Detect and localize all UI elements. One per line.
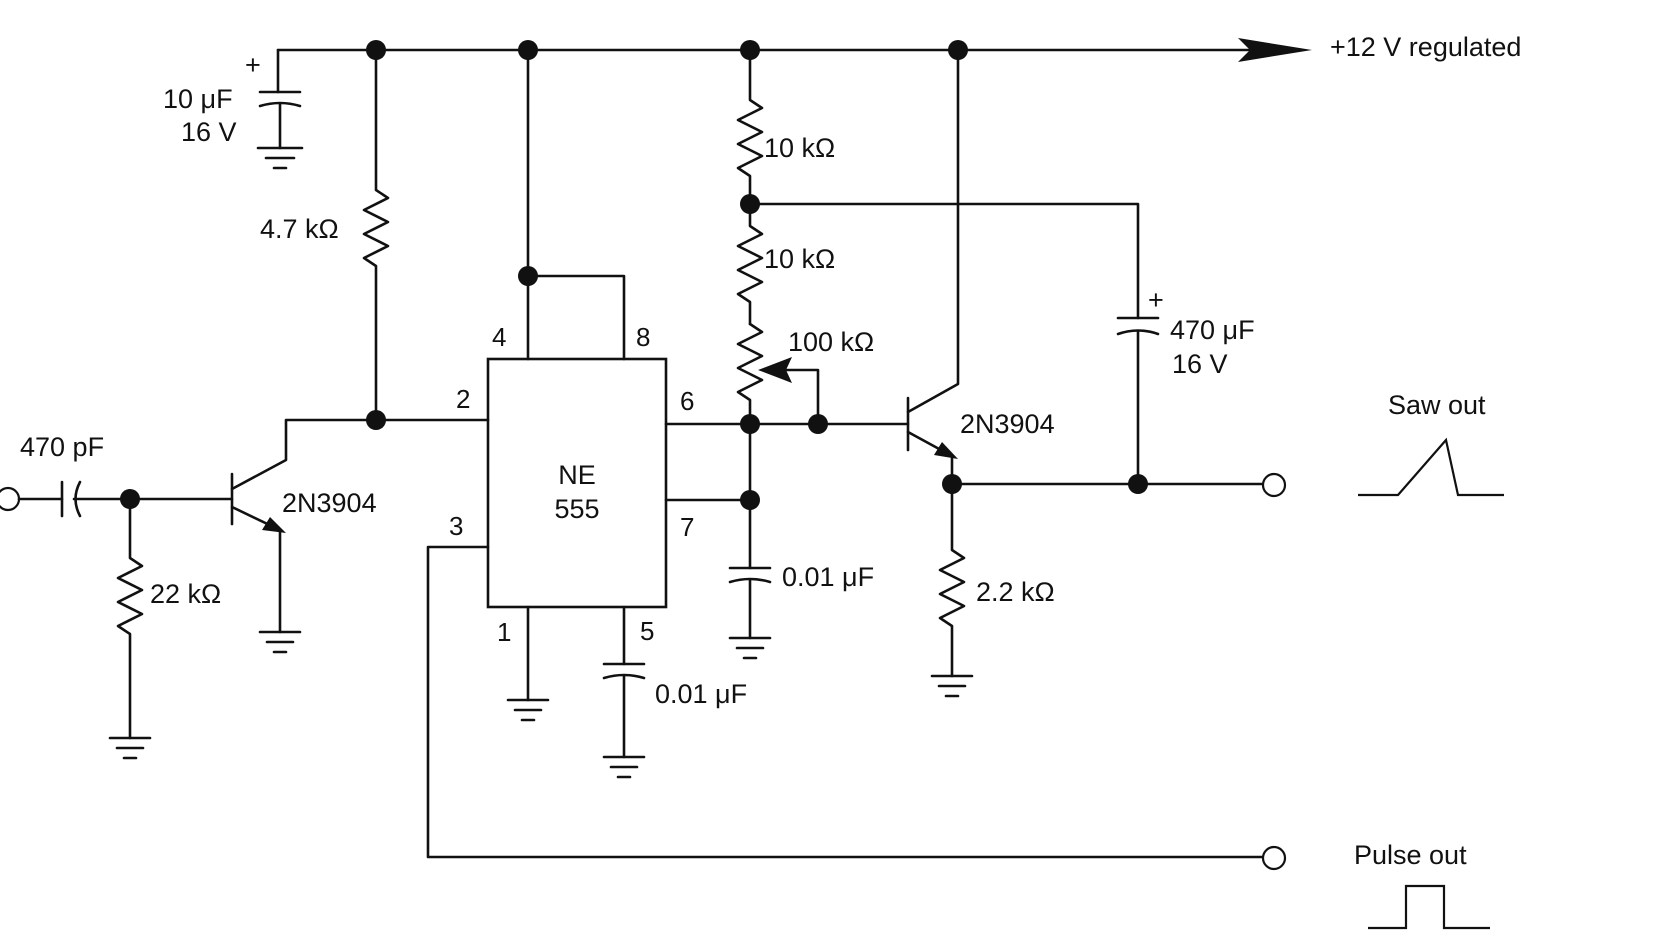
middle-resistor-value: 10 kΩ <box>764 244 835 274</box>
pulse-output: Pulse out <box>1261 840 1490 930</box>
ic-pin-8: 8 <box>636 322 650 352</box>
bootstrap-cap-rating: 16 V <box>1172 349 1228 379</box>
ic-pin-6: 6 <box>680 386 694 416</box>
input-cap-value: 470 pF <box>20 432 104 462</box>
ic-pin-7: 7 <box>680 512 694 542</box>
bootstrap-capacitor: + 470 μF 16 V <box>1116 285 1255 486</box>
sawtooth-waveform-icon <box>1358 437 1504 497</box>
input-emitter-arrow-icon <box>262 517 286 533</box>
pot-value: 100 kΩ <box>788 327 874 357</box>
bootstrap-cap-polarity: + <box>1148 285 1164 315</box>
supply-cap-polarity: + <box>245 50 261 80</box>
ic-pin-1: 1 <box>497 617 511 647</box>
supply-cap-value: 10 μF <box>163 84 233 114</box>
emitter-resistor-value: 2.2 kΩ <box>976 577 1055 607</box>
pulse-waveform-icon <box>1368 884 1490 930</box>
pulse-out-terminal <box>1261 845 1287 871</box>
supply-rail: +12 V regulated <box>276 32 1521 62</box>
supply-capacitor: + 10 μF 16 V <box>163 48 304 170</box>
ic-name-line2: 555 <box>554 494 599 524</box>
ic-ne555: NE 555 4 8 2 3 6 7 1 5 0.01 μF <box>374 48 1264 859</box>
supply-label: +12 V regulated <box>1330 32 1521 62</box>
pullup-resistor: 4.7 kΩ <box>260 48 390 422</box>
bootstrap-cap-value: 470 μF <box>1170 315 1255 345</box>
output-emitter-arrow-icon <box>934 442 958 459</box>
pulse-out-label: Pulse out <box>1354 840 1467 870</box>
timing-cap-value: 0.01 μF <box>782 562 874 592</box>
saw-out-terminal <box>1261 472 1287 498</box>
top-resistor-value: 10 kΩ <box>764 133 835 163</box>
junctions <box>120 40 1148 510</box>
pot-wiper-arrow-icon <box>758 357 792 383</box>
saw-output: Saw out <box>1261 390 1504 498</box>
ic-name-line1: NE <box>558 460 596 490</box>
ic-pin-2: 2 <box>456 384 470 414</box>
trigger-input-terminal <box>0 486 21 512</box>
output-transistor-part: 2N3904 <box>960 409 1055 439</box>
timing-network: 10 kΩ 10 kΩ 100 kΩ 0.01 μF <box>664 48 1140 660</box>
output-transistor: 2N3904 2.2 kΩ <box>906 48 1264 698</box>
ic-pin-4: 4 <box>492 322 506 352</box>
supply-arrow-icon <box>1238 38 1312 62</box>
ic-pin-3: 3 <box>449 511 463 541</box>
control-cap-value: 0.01 μF <box>655 679 747 709</box>
ic-pin-5: 5 <box>640 616 654 646</box>
input-transistor-part: 2N3904 <box>282 488 377 518</box>
input-resistor-value: 22 kΩ <box>150 579 221 609</box>
input-network: 470 pF 22 kΩ 2N3904 <box>0 418 378 760</box>
saw-out-label: Saw out <box>1388 390 1486 420</box>
supply-cap-rating: 16 V <box>181 117 237 147</box>
pullup-resistor-value: 4.7 kΩ <box>260 214 339 244</box>
